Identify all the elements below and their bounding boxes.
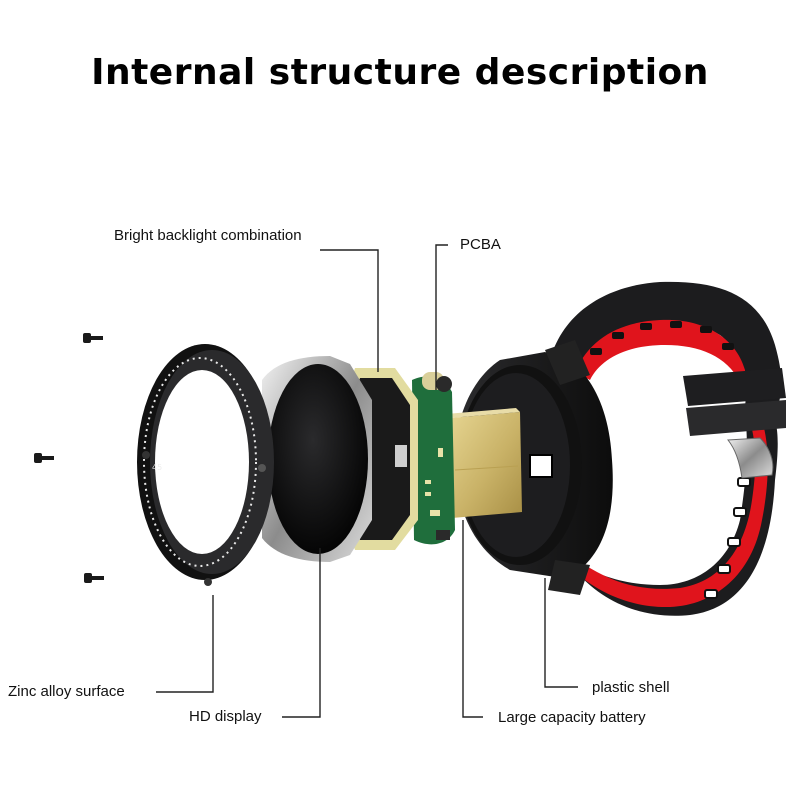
leader-line-shell [544,578,578,688]
zinc-alloy-bezel: 45 [137,344,274,586]
page-title: Internal structure description [91,52,709,93]
leader-line-battery [462,520,483,718]
label-pcba: PCBA [460,236,501,253]
screws [34,333,104,583]
watch-strap [548,281,786,616]
screw-top [83,333,103,343]
pcba-board [412,372,455,545]
leader-lines [156,244,578,718]
label-battery: Large capacity battery [498,709,646,726]
leader-line-hd-display [282,548,321,718]
leader-line-zinc [156,595,214,693]
label-hd-display: HD display [189,708,262,725]
bezel-number: 45 [152,463,162,472]
screw-bottom [84,573,104,583]
leader-line-backlight [320,249,379,372]
leader-line-pcba [435,244,448,390]
label-backlight: Bright backlight combination [114,227,302,244]
hd-display-panel [262,356,372,562]
label-plastic-shell: plastic shell [592,679,670,696]
screw-middle [34,453,54,463]
battery [446,408,522,518]
label-zinc-alloy: Zinc alloy surface [8,683,125,700]
